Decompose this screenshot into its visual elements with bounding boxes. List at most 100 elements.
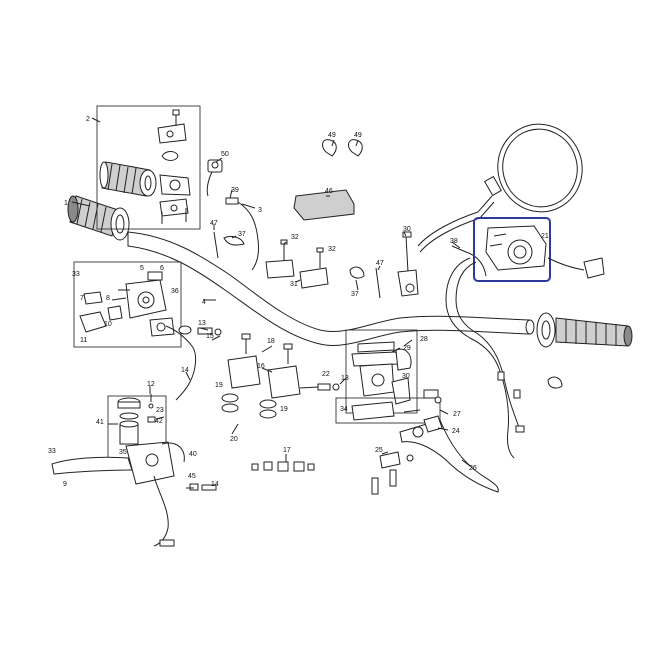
connector-39: [225, 197, 239, 205]
callout-42: 42: [155, 418, 163, 425]
callout-14-left: 14: [181, 367, 189, 374]
callout-32-right: 32: [328, 246, 336, 253]
callout-23: 23: [156, 407, 164, 414]
harness-connector-b: [513, 389, 521, 399]
callout-29: 29: [403, 345, 411, 352]
callout-49-left: 49: [328, 132, 336, 139]
right-grip: [536, 312, 633, 348]
callout-45: 45: [188, 473, 196, 480]
callout-11: 11: [80, 337, 87, 344]
callout-3: 3: [258, 207, 262, 214]
callout-13-center: 13: [341, 375, 349, 382]
callout-13-left: 13: [198, 320, 206, 327]
callout-33-box: 33: [72, 271, 80, 278]
callout-21: 21: [541, 233, 549, 240]
clutch-cable-adjuster: [299, 383, 340, 391]
callout-27: 27: [453, 411, 461, 418]
mirror-mount-30: [397, 231, 419, 297]
clamp-49-left: [322, 139, 337, 157]
right-wiring-harness: [445, 257, 515, 459]
clutch-lever: [399, 415, 499, 493]
switch-34-body: [351, 401, 395, 421]
handlebar-clamps-31-32: [265, 239, 329, 289]
callout-37-left: 37: [238, 231, 246, 238]
callout-15: 15: [206, 333, 214, 340]
left-switch-cable: [165, 325, 197, 401]
callout-33-lever: 33: [48, 448, 56, 455]
callout-30-lower: 30: [402, 373, 410, 380]
callout-12: 12: [147, 381, 155, 388]
callout-50: 50: [221, 151, 229, 158]
switch-27-knob: [434, 396, 442, 404]
callout-7: 7: [80, 295, 84, 302]
callout-35: 35: [119, 449, 127, 456]
callout-40: 40: [189, 451, 197, 458]
highlight-box-part-21: [473, 217, 551, 282]
cable-tie-47: [213, 231, 219, 259]
callout-4: 4: [202, 299, 206, 306]
callout-28: 28: [420, 336, 428, 343]
clamp-49-right: [348, 139, 363, 157]
cable-tie-47-center: [375, 267, 381, 299]
callout-9: 9: [63, 481, 67, 488]
harness-clip-right: [547, 376, 563, 389]
left-grip: [67, 195, 130, 241]
callout-16: 16: [257, 363, 265, 370]
brake-hose-banjo: [189, 483, 217, 491]
kill-switch-50: [206, 159, 223, 197]
callout-22: 22: [322, 371, 330, 378]
cable-adjuster-13: [178, 325, 222, 336]
wire-3: [237, 201, 259, 271]
throttle-parts: [99, 109, 191, 224]
callout-20: 20: [230, 436, 238, 443]
callout-19-right: 19: [280, 406, 288, 413]
callout-38: 38: [450, 238, 458, 245]
callout-34: 34: [340, 406, 348, 413]
headlight-cover-46: [293, 189, 355, 221]
callout-6: 6: [160, 265, 164, 272]
brake-switch-wire: [153, 475, 169, 547]
callout-49-right: 49: [354, 132, 362, 139]
callout-30-upper: 30: [403, 226, 411, 233]
callout-1: 1: [64, 200, 68, 207]
right-wire-to-cap: [547, 257, 585, 271]
callout-18: 18: [267, 338, 275, 345]
callout-47-center: 47: [376, 260, 384, 267]
callout-32-left: 32: [291, 234, 299, 241]
callout-39: 39: [231, 187, 239, 194]
clip-37: [223, 235, 245, 246]
callout-46: 46: [325, 188, 333, 195]
callout-14-bottom: 14: [211, 481, 219, 488]
brake-switch-connector: [159, 539, 175, 547]
harness-connector-c: [515, 425, 525, 433]
master-cylinder-parts: [117, 394, 156, 445]
switch-34-wire: [403, 409, 421, 413]
leader-lines: [71, 117, 471, 489]
cable-parts-17: [251, 461, 315, 472]
handlebar: [127, 231, 535, 346]
callout-10: 10: [104, 321, 112, 328]
wire-38: [451, 245, 487, 277]
callout-5: 5: [140, 265, 144, 272]
front-brake-lever: [51, 441, 185, 485]
callout-24: 24: [452, 428, 460, 435]
right-switch-21: [485, 225, 547, 271]
harness-connector-a: [497, 371, 505, 381]
callout-19-left: 19: [215, 382, 223, 389]
left-switch-box: [73, 261, 182, 348]
callout-25: 25: [375, 447, 383, 454]
switch-27-connector: [423, 389, 439, 399]
left-switch-parts: [79, 271, 175, 337]
callout-31: 31: [290, 281, 298, 288]
callout-36: 36: [171, 288, 179, 295]
right-wiring-harness-2: [455, 261, 521, 431]
adjuster-25: [371, 451, 414, 495]
throttle-assembly-box: [96, 105, 201, 230]
callout-2: 2: [86, 116, 90, 123]
callout-47-left: 47: [210, 220, 218, 227]
callout-37-center: 37: [351, 291, 359, 298]
callout-41: 41: [96, 419, 104, 426]
clutch-perch-parts: [351, 341, 412, 405]
right-wire-cap: [583, 257, 605, 279]
